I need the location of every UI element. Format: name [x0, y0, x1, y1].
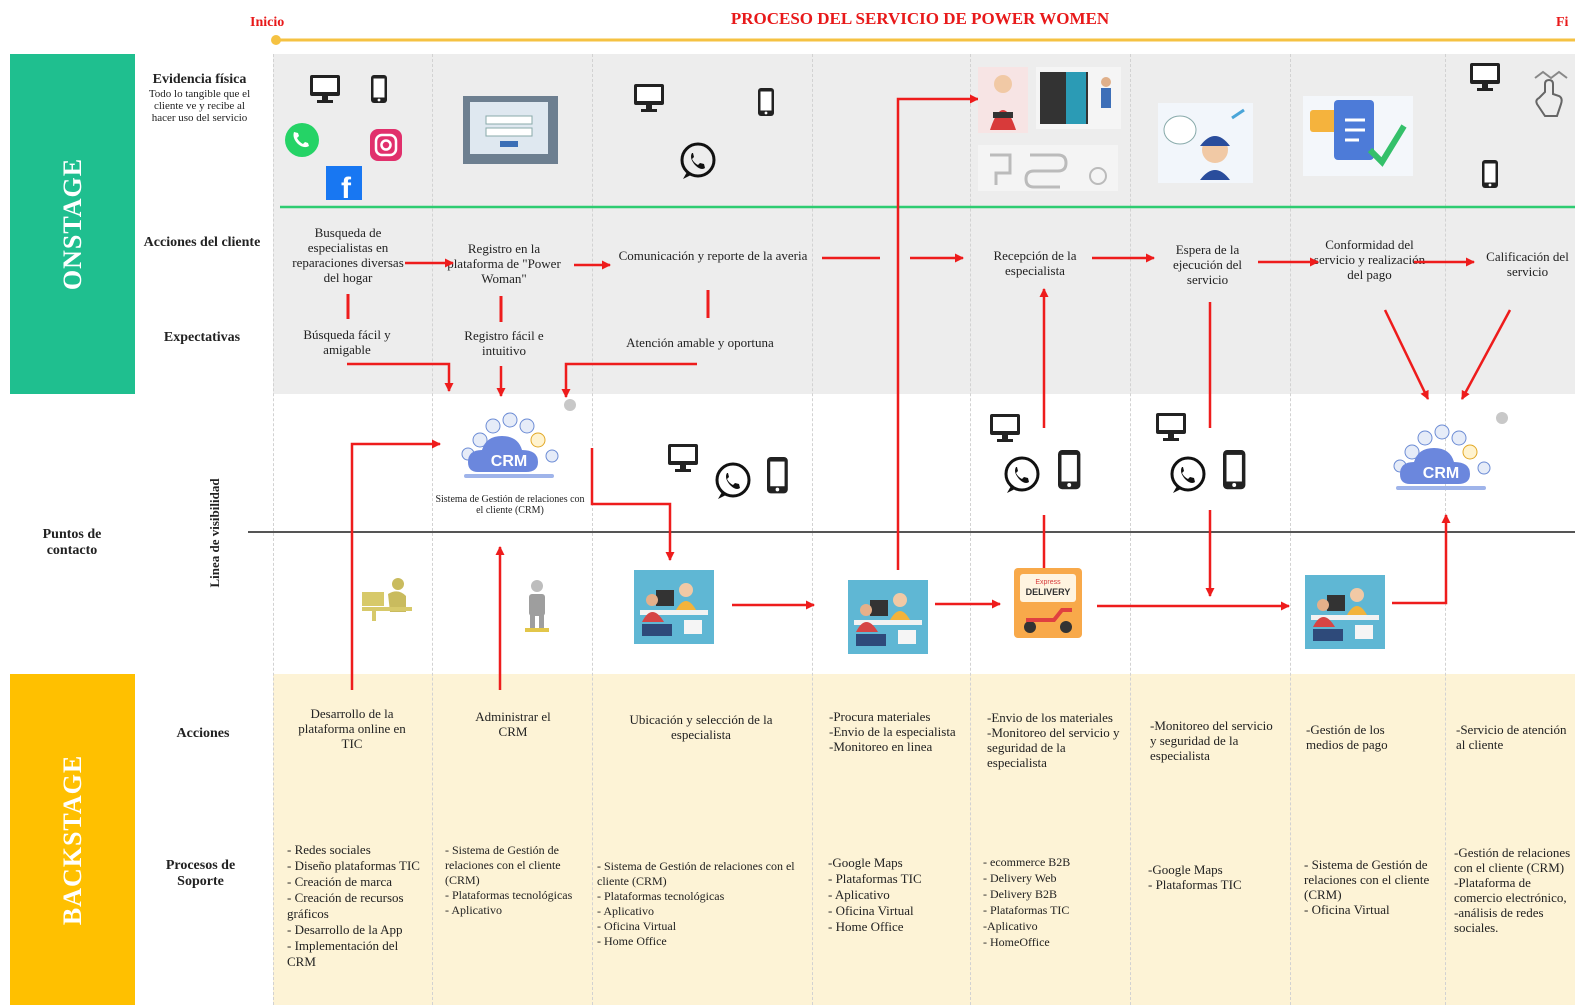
smartphone-icon — [758, 88, 774, 116]
repair-illustration — [1158, 103, 1253, 183]
monitor-icon — [1156, 413, 1186, 441]
whatsapp-icon — [680, 142, 716, 181]
support-process: - Sistema de Gestión de relaciones con e… — [445, 843, 573, 917]
onstage-section-label: ONSTAGE — [10, 54, 135, 394]
column-separator — [1130, 54, 1131, 1005]
agent-illustration-icon — [634, 570, 714, 644]
smartphone-icon — [1482, 160, 1498, 188]
column-separator — [592, 54, 593, 1005]
developer-desk-illustration — [362, 578, 412, 621]
cloud-crm-icon — [1393, 424, 1491, 491]
backstage-action: Administrar el CRM — [475, 709, 551, 739]
support-process: - Sistema de Gestión de relaciones con e… — [597, 859, 795, 948]
admin-person-illustration — [525, 580, 549, 632]
backstage-section-label: BACKSTAGE — [10, 674, 135, 1005]
monitor-icon — [310, 75, 340, 103]
expectation: Registro fácil e intuitivo — [464, 328, 544, 358]
support-process: - Redes sociales - Diseño plataformas TI… — [287, 842, 420, 969]
support-process: - Sistema de Gestión de relaciones con e… — [1304, 857, 1430, 917]
plumbing-tools-photo — [978, 145, 1118, 191]
crm-caption: Sistema de Gestión de relaciones con el … — [435, 494, 585, 516]
delivery-icon: Express DELIVERY — [1014, 568, 1082, 638]
backstage-action: -Gestión de los medios de pago — [1306, 722, 1388, 752]
smartphone-icon — [1058, 450, 1081, 490]
whatsapp-icon — [1170, 456, 1206, 495]
monitor-icon — [634, 84, 664, 112]
support-process: -Google Maps - Plataformas TIC — [1148, 862, 1242, 892]
end-label: Fi — [1556, 15, 1569, 30]
touch-icon — [1534, 70, 1568, 117]
backstage-band — [273, 674, 1575, 1005]
row-label-touchpoints: Puntos de contacto — [42, 527, 102, 558]
monitor-icon — [668, 444, 698, 472]
support-process: -Gestión de relaciones con el cliente (C… — [1454, 845, 1571, 935]
smartphone-icon — [767, 457, 788, 494]
row-label-customer-actions: Acciones del cliente — [143, 235, 261, 250]
svg-text:DELIVERY: DELIVERY — [1026, 587, 1071, 597]
customer-action: Registro en la plataforma de "Power Woma… — [447, 241, 561, 286]
diagram-title: PROCESO DEL SERVICIO DE POWER WOMEN — [730, 9, 1110, 28]
column-separator — [273, 54, 274, 1005]
customer-action: Recepción de la especialista — [993, 248, 1077, 278]
backstage-action: -Procura materiales -Envio de la especia… — [829, 709, 956, 754]
cloud-crm-icon — [461, 412, 559, 479]
backstage-action: -Monitoreo del servicio y seguridad de l… — [1150, 718, 1273, 763]
column-separator — [432, 54, 433, 1005]
backstage-action: Ubicación y selección de la especialista — [629, 712, 773, 742]
support-process: -Google Maps - Plataformas TIC - Aplicat… — [828, 855, 922, 934]
zoom-badge — [564, 399, 576, 411]
monitor-icon — [1470, 63, 1500, 91]
expectation: Atención amable y oportuna — [626, 335, 774, 350]
backstage-action: Desarrollo de la plataforma online en TI… — [298, 706, 406, 751]
registration-laptop-photo — [463, 96, 558, 164]
smartphone-icon — [371, 75, 387, 103]
customer-action: Espera de la ejecución del servicio — [1173, 242, 1242, 287]
svg-text:Express: Express — [1035, 579, 1061, 586]
support-process: - ecommerce B2B - Delivery Web - Deliver… — [983, 855, 1071, 949]
whatsapp-icon — [1004, 456, 1040, 495]
customer-action: Comunicación y reporte de la averia — [618, 248, 808, 263]
svg-text:f: f — [341, 172, 352, 205]
backstage-action: -Servicio de atención al cliente — [1456, 722, 1567, 752]
column-separator — [812, 54, 813, 1005]
customer-action: Busqueda de especialistas en reparacione… — [292, 225, 404, 285]
facebook-icon: f — [326, 166, 362, 205]
agent-illustration-icon — [1305, 575, 1385, 649]
row-label-backstage-actions: Acciones — [176, 726, 230, 741]
customer-action: Conformidad del servicio y realización d… — [1313, 237, 1426, 282]
payment-illustration — [1303, 96, 1413, 176]
expectation: Búsqueda fácil y amigable — [303, 327, 391, 357]
technician-photo — [978, 67, 1028, 133]
customer-action: Calificación del servicio — [1486, 249, 1569, 279]
backstage-action: -Envio de los materiales -Monitoreo del … — [987, 710, 1120, 770]
whatsapp-icon — [715, 462, 751, 501]
locker-technician-photo — [1036, 67, 1121, 129]
zoom-badge — [1496, 412, 1508, 424]
instagram-icon — [370, 129, 402, 161]
smartphone-icon — [1223, 450, 1246, 490]
row-label-expectations: Expectativas — [163, 330, 241, 345]
agent-illustration-icon — [848, 580, 928, 654]
row-label-support: Procesos de Soporte — [165, 858, 236, 889]
row-label-evidence: Evidencia física Todo lo tangible que el… — [148, 72, 251, 124]
start-label: Inicio — [250, 15, 285, 30]
whatsapp-icon — [285, 123, 319, 157]
column-separator — [970, 54, 971, 1005]
monitor-icon — [990, 414, 1020, 442]
column-separator — [1290, 54, 1291, 1005]
